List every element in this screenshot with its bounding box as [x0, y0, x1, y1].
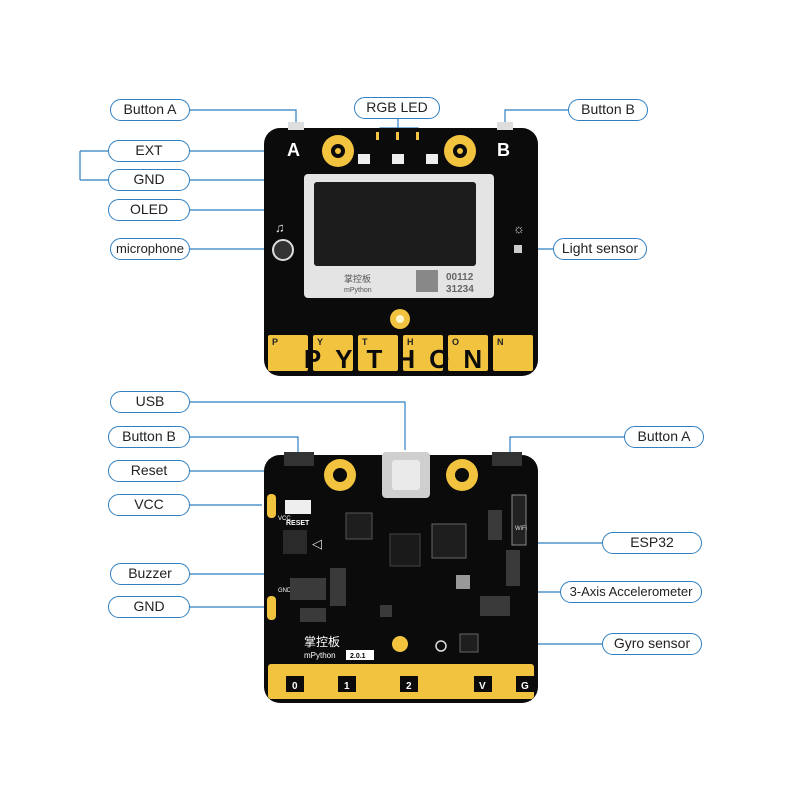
serial-1: 00112	[446, 272, 474, 283]
esp32-chip	[431, 523, 467, 559]
top-board-diagram: A B 掌控板 mPython 00112 31234 ♫ ☼ P Y	[79, 109, 568, 376]
pin-g: G	[521, 681, 529, 692]
button-b-bottom	[284, 452, 314, 466]
label-gyro: Gyro sensor	[602, 633, 702, 655]
silk-b: B	[497, 140, 510, 160]
button-b-cap	[497, 122, 513, 130]
label-vcc: VCC	[108, 494, 190, 516]
accelerometer-chip	[345, 512, 373, 540]
silk-wifi: WiFi	[515, 526, 527, 532]
silk-a: A	[287, 140, 300, 160]
pin-0: 0	[292, 681, 298, 692]
vcc-pad	[267, 494, 276, 518]
label-rgb-led: RGB LED	[354, 97, 440, 119]
center-pad-bottom	[392, 636, 408, 652]
buzzer	[283, 530, 307, 554]
pin-p: P	[272, 337, 278, 347]
label-light-sensor: Light sensor	[553, 238, 647, 260]
label-button-a-bottom: Button A	[624, 426, 704, 448]
pin-o: O	[452, 337, 459, 347]
pin-2: 2	[406, 681, 412, 692]
microphone-icon: ♫	[275, 220, 285, 235]
pin-h: H	[407, 337, 414, 347]
label-oled: OLED	[108, 199, 190, 221]
label-button-a-top: Button A	[110, 99, 190, 121]
compass-icon	[435, 640, 447, 652]
pin-v: V	[479, 681, 486, 692]
pin-1: 1	[344, 681, 350, 692]
light-sensor	[514, 245, 522, 253]
label-microphone: microphone	[110, 238, 190, 260]
ext-pad-left	[322, 135, 354, 167]
oled-screen	[314, 182, 476, 266]
python-big-text: PYTHON	[304, 344, 496, 374]
pin-n: N	[497, 337, 504, 347]
pad-right-bottom	[446, 459, 478, 491]
silk-reset: RESET	[286, 520, 310, 527]
label-accelerometer: 3-Axis Accelerometer	[560, 581, 702, 603]
gnd-pad	[267, 596, 276, 620]
wifi-antenna	[511, 494, 527, 546]
grey-component	[456, 575, 470, 589]
label-gnd-bottom: GND	[108, 596, 190, 618]
rgb-led-3	[426, 154, 438, 164]
bottom-board-diagram: RESET VCC GND ◁ WiFi 掌控板 mPython 2.0.1 0	[190, 401, 624, 703]
label-button-b-top: Button B	[568, 99, 648, 121]
pad-left-bottom	[324, 459, 356, 491]
pin-t: T	[362, 337, 368, 347]
gnd-pad-right	[444, 135, 476, 167]
bottom-logo-en: mPython	[304, 651, 336, 660]
label-usb: USB	[110, 391, 190, 413]
smd-components	[290, 510, 520, 622]
version-label: 2.0.1	[350, 653, 366, 660]
python-pads	[268, 335, 533, 371]
qr-code	[416, 270, 438, 292]
label-button-b-bottom: Button B	[108, 426, 190, 448]
oled-logo-cn: 掌控板	[344, 273, 371, 284]
label-reset: Reset	[108, 460, 190, 482]
speaker-icon: ◁	[312, 536, 322, 551]
button-a-bottom	[492, 452, 522, 466]
silk-vcc: VCC	[278, 516, 291, 522]
bottom-logo-cn: 掌控板	[304, 635, 340, 649]
label-gnd-top: GND	[108, 169, 190, 191]
sun-icon: ☼	[513, 221, 525, 236]
pin-y: Y	[317, 337, 323, 347]
microphone	[272, 239, 294, 261]
rgb-led-1	[358, 154, 370, 164]
label-esp32: ESP32	[602, 532, 702, 554]
serial-2: 31234	[446, 284, 474, 295]
button-a-cap	[288, 122, 304, 130]
label-buzzer: Buzzer	[110, 563, 190, 585]
flash-chip	[389, 533, 421, 567]
label-ext: EXT	[108, 140, 190, 162]
silk-gnd: GND	[278, 588, 292, 594]
gyro-chip	[459, 633, 479, 653]
oled-logo-en: mPython	[344, 287, 372, 294]
reset-button	[285, 500, 311, 514]
rgb-led-2	[392, 154, 404, 164]
